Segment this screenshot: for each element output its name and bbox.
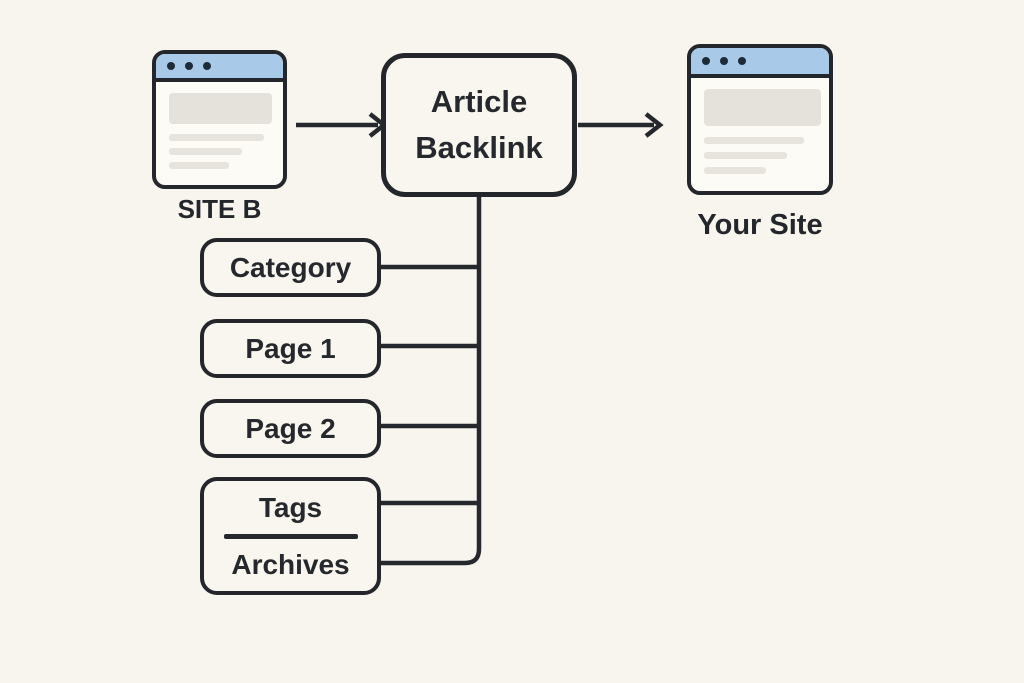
trunk-line xyxy=(378,194,482,566)
site-b-titlebar xyxy=(156,54,283,82)
arrow-article-to-yoursite-head xyxy=(644,112,664,138)
window-dot-icon xyxy=(738,57,746,65)
site-b-label: SITE B xyxy=(177,194,262,224)
window-dot-icon xyxy=(167,62,175,70)
category-label: Category xyxy=(229,251,352,283)
your-site-window-body xyxy=(691,78,829,174)
window-dot-icon xyxy=(203,62,211,70)
page2-node: Page 2 xyxy=(200,399,381,458)
page1-label: Page 1 xyxy=(245,332,336,364)
content-placeholder-block xyxy=(704,89,821,126)
site-b-window-icon xyxy=(152,50,287,189)
window-dot-icon xyxy=(185,62,193,70)
tags-archives-divider xyxy=(223,533,358,539)
page2-label: Page 2 xyxy=(245,412,336,444)
content-placeholder-line xyxy=(169,162,229,169)
tags-label: Tags xyxy=(258,491,323,523)
content-placeholder-block xyxy=(169,93,272,124)
content-placeholder-line xyxy=(169,148,242,155)
window-dot-icon xyxy=(702,57,710,65)
article-backlink-node: Article Backlink xyxy=(381,53,577,197)
your-site-window-icon xyxy=(687,44,833,195)
content-placeholder-line xyxy=(169,134,264,141)
archives-label: Archives xyxy=(231,548,350,580)
window-dot-icon xyxy=(720,57,728,65)
content-placeholder-line xyxy=(704,167,766,174)
your-site-label: Your Site xyxy=(697,209,823,241)
site-b-window-body xyxy=(156,82,283,169)
content-placeholder-line xyxy=(704,152,787,159)
page1-node: Page 1 xyxy=(200,319,381,378)
tags-archives-node: Tags Archives xyxy=(200,477,381,595)
content-placeholder-line xyxy=(704,137,804,144)
category-node: Category xyxy=(200,238,381,297)
your-site-titlebar xyxy=(691,48,829,78)
article-backlink-label: Article Backlink xyxy=(415,84,543,165)
